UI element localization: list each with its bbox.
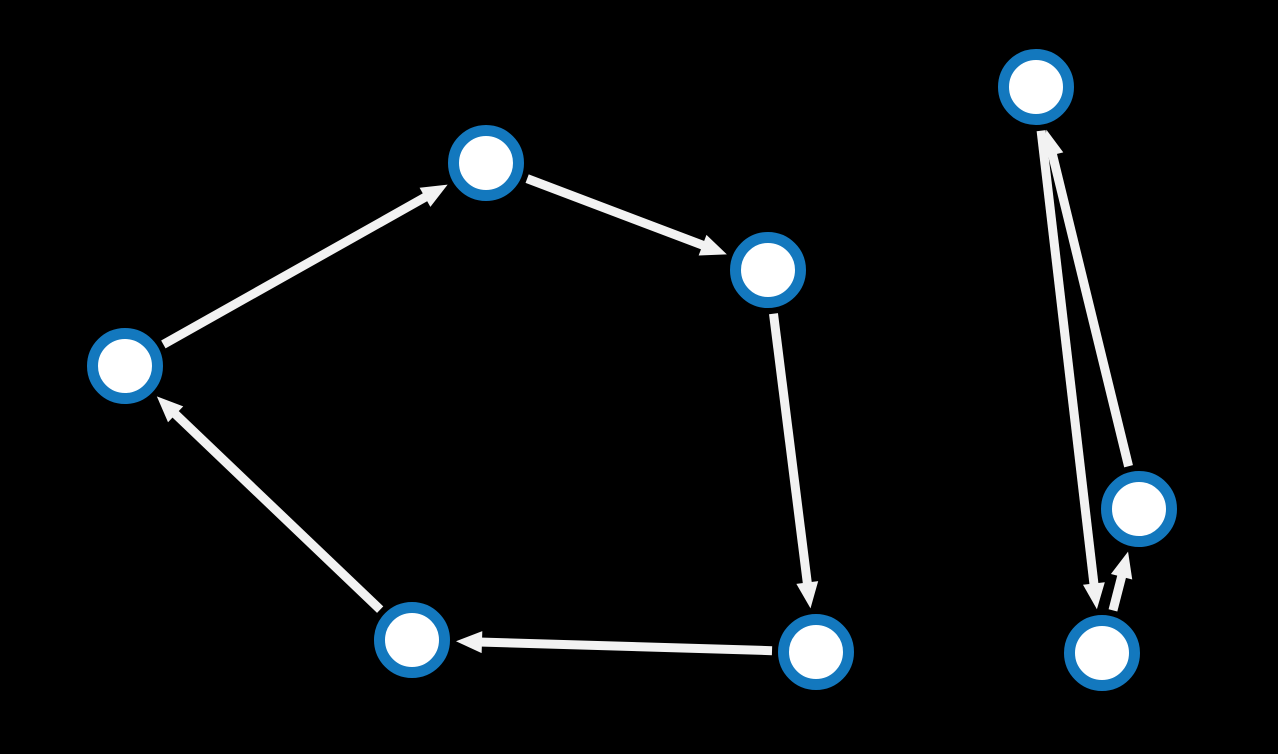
edge-arrowhead-icon: [156, 396, 184, 423]
edge-arrowhead-icon: [1110, 551, 1133, 580]
edge-arrowhead-icon: [419, 184, 448, 207]
edge-line: [478, 637, 773, 656]
node-circle: [448, 125, 524, 201]
edge-line: [1047, 151, 1133, 468]
edge-arrowhead-icon: [1082, 582, 1105, 610]
graph-node[interactable]: [1101, 471, 1177, 547]
node-circle: [778, 614, 854, 690]
node-circle: [87, 328, 163, 404]
graph-edge[interactable]: [525, 174, 727, 256]
edge-arrowhead-icon: [455, 631, 483, 654]
edge-line: [1108, 572, 1127, 612]
graph-edge[interactable]: [1036, 130, 1105, 610]
edge-line: [170, 409, 384, 613]
edge-layer: [156, 129, 1133, 656]
node-layer: [87, 49, 1177, 691]
edge-arrowhead-icon: [1041, 129, 1064, 158]
edge-line: [525, 174, 707, 251]
graph-node[interactable]: [1064, 615, 1140, 691]
graph-node[interactable]: [374, 602, 450, 678]
edge-line: [1036, 130, 1099, 587]
graph-node[interactable]: [448, 125, 524, 201]
node-circle: [1101, 471, 1177, 547]
graph-edge[interactable]: [161, 184, 448, 349]
graph-edge[interactable]: [1041, 129, 1133, 468]
edge-line: [769, 313, 813, 587]
graph-edge[interactable]: [769, 313, 819, 609]
graph-node[interactable]: [778, 614, 854, 690]
node-circle: [998, 49, 1074, 125]
graph-edge[interactable]: [455, 631, 773, 656]
node-circle: [374, 602, 450, 678]
graph-node[interactable]: [87, 328, 163, 404]
graph-edge[interactable]: [156, 396, 384, 613]
edge-arrowhead-icon: [796, 581, 819, 609]
edge-line: [161, 191, 430, 349]
graph-node[interactable]: [730, 232, 806, 308]
edge-arrowhead-icon: [698, 234, 727, 256]
graph-edge[interactable]: [1108, 551, 1133, 612]
graph-node[interactable]: [998, 49, 1074, 125]
node-circle: [1064, 615, 1140, 691]
node-circle: [730, 232, 806, 308]
